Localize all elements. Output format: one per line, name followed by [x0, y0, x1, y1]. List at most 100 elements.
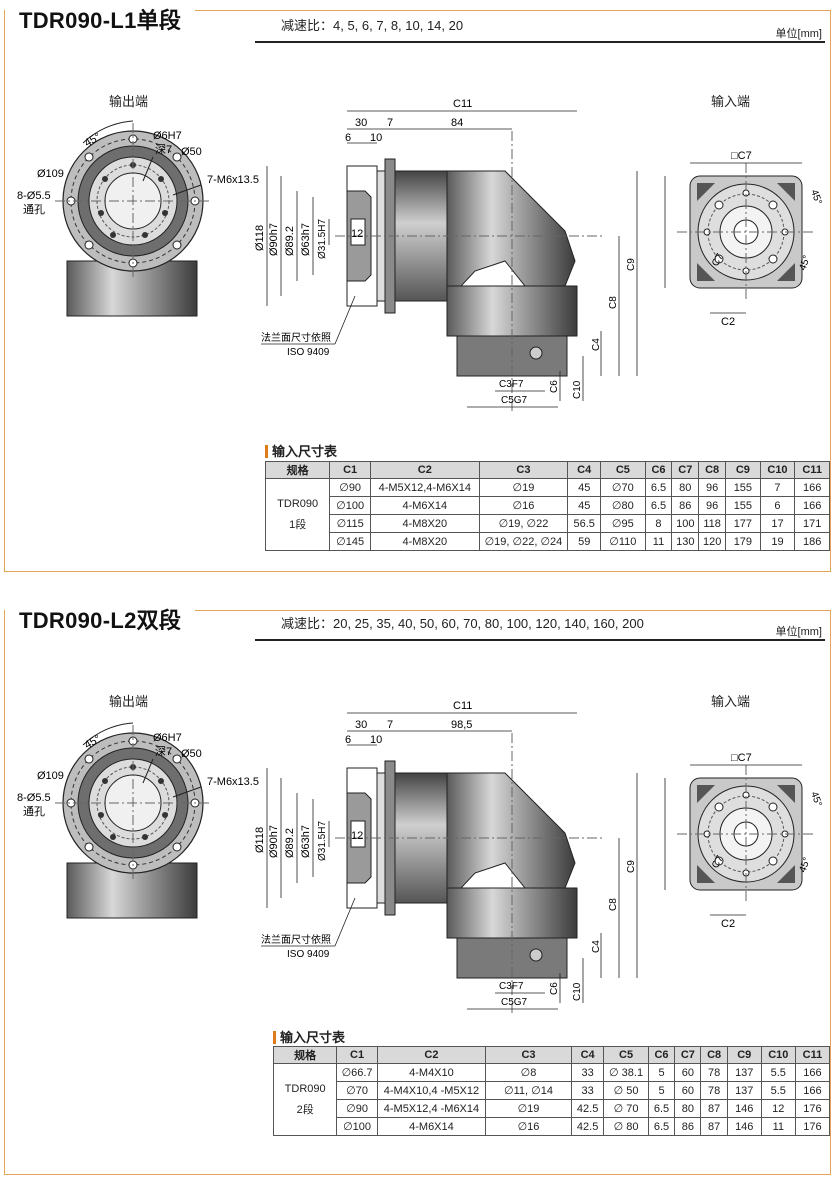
table-cell: 86	[674, 1117, 702, 1136]
depth-label: 深7	[155, 143, 172, 156]
section-l1-panel: TDR090-L1单段 减速比：4, 5, 6, 7, 8, 10, 14, 2…	[4, 3, 831, 572]
column-header-c1: C1	[329, 461, 371, 479]
spec-stage: 2段	[296, 1103, 314, 1116]
table-cell: ∅ 70	[603, 1099, 649, 1118]
table-cell: ∅145	[329, 532, 371, 551]
section-title: TDR090-L2双段	[5, 603, 196, 635]
output-end-view	[55, 722, 211, 919]
iso-label: ISO 9409	[287, 347, 330, 358]
holes-label: 8-Ø5.5	[17, 792, 51, 804]
d892-label: Ø89.2	[284, 226, 296, 256]
title-accent-bar	[273, 1031, 276, 1044]
column-header-c7: C7	[671, 461, 700, 479]
table-cell: 166	[794, 478, 830, 497]
c6-label: C6	[549, 982, 560, 995]
table-cell: 56.5	[567, 514, 602, 533]
d109-label: Ø109	[37, 168, 64, 180]
d30-label: 30	[355, 719, 367, 731]
table-cell: 118	[698, 514, 727, 533]
input-holes	[703, 189, 789, 275]
c4-label: C4	[591, 940, 602, 953]
column-header-c4: C4	[570, 1046, 605, 1064]
table-cell: 4-M8X20	[370, 532, 480, 551]
section-title: TDR090-L1单段	[5, 3, 196, 35]
c2-label: C2	[721, 316, 735, 328]
table-cell: 4-M6X14	[376, 1117, 487, 1136]
d12-label: 12	[351, 228, 363, 240]
c11-label: C11	[453, 700, 472, 712]
reduction-ratio: 减速比：20, 25, 35, 40, 50, 60, 70, 80, 100,…	[281, 616, 644, 631]
through-hole-label: 通孔	[23, 203, 45, 216]
d90-label: Ø90h7	[268, 825, 280, 858]
table-cell: 146	[726, 1099, 762, 1118]
flange-note-label: 法兰面尺寸依照	[261, 331, 331, 344]
column-header-c6: C6	[647, 1046, 676, 1064]
table-cell: ∅100	[336, 1117, 378, 1136]
column-header-c1: C1	[336, 1046, 378, 1064]
table-cell: 60	[674, 1081, 702, 1100]
column-header-c7: C7	[674, 1046, 702, 1064]
input-dimension-table-title: 输入尺寸表	[265, 441, 337, 460]
title-underline	[255, 41, 825, 43]
table-cell: 5	[647, 1063, 676, 1082]
d12-label: 12	[351, 830, 363, 842]
column-header-c2: C2	[370, 461, 480, 479]
table-cell: 177	[725, 514, 761, 533]
table-cell: 100	[671, 514, 700, 533]
table-cell: 17	[759, 514, 796, 533]
input-angle-label-top: 45°	[808, 188, 824, 206]
output-end-label: 输出端	[109, 94, 149, 109]
output-tapped-holes	[98, 764, 168, 840]
column-header-规格: 规格	[264, 461, 331, 479]
table-cell: 60	[674, 1063, 702, 1082]
input-angle-label-top: 45°	[808, 790, 824, 808]
d50-label: Ø50	[181, 748, 202, 760]
column-header-c5: C5	[600, 461, 646, 479]
table-cell: 4-M4X10,4 -M5X12	[376, 1081, 487, 1100]
column-header-c8: C8	[700, 1046, 728, 1064]
table-cell: ∅115	[329, 514, 371, 533]
d7-label: 7	[387, 117, 393, 129]
table-cell: 42.5	[570, 1117, 605, 1136]
table-cell: 33	[570, 1063, 605, 1082]
table-cell: 42.5	[570, 1099, 605, 1118]
d118-label: Ø118	[254, 225, 266, 251]
side-view	[266, 712, 638, 1013]
table-cell: 96	[698, 496, 727, 515]
table-cell: 45	[567, 478, 602, 497]
input-end-label: 输入端	[711, 694, 751, 709]
column-header-c8: C8	[698, 461, 727, 479]
table-cell: ∅16	[485, 1117, 572, 1136]
table-cell: 11	[760, 1117, 796, 1136]
table-cell: ∅80	[600, 496, 646, 515]
table-cell: ∅90	[336, 1099, 378, 1118]
output-end-label: 输出端	[109, 694, 149, 709]
column-header-c9: C9	[725, 461, 761, 479]
table-cell: 171	[794, 514, 830, 533]
table-cell: 45	[567, 496, 602, 515]
table-cell: 155	[725, 496, 761, 515]
output-end-view	[55, 120, 211, 317]
column-header-c5: C5	[603, 1046, 649, 1064]
c3-label: C3F7	[499, 981, 524, 992]
unit-label: 单位[mm]	[775, 28, 822, 40]
table-cell: 87	[700, 1099, 728, 1118]
c3-label: C3F7	[499, 379, 524, 390]
depth-label: 深7	[155, 745, 172, 758]
bore-label: Ø6H7	[153, 732, 182, 744]
d10-label: 10	[370, 734, 382, 746]
table-cell: 6	[759, 496, 796, 515]
reduction-ratio: 减速比：4, 5, 6, 7, 8, 10, 14, 20	[281, 18, 464, 33]
table-cell: 176	[794, 1099, 831, 1118]
table-cell: ∅19	[478, 478, 569, 497]
table-cell: 96	[698, 478, 727, 497]
table-cell: 11	[644, 532, 673, 551]
